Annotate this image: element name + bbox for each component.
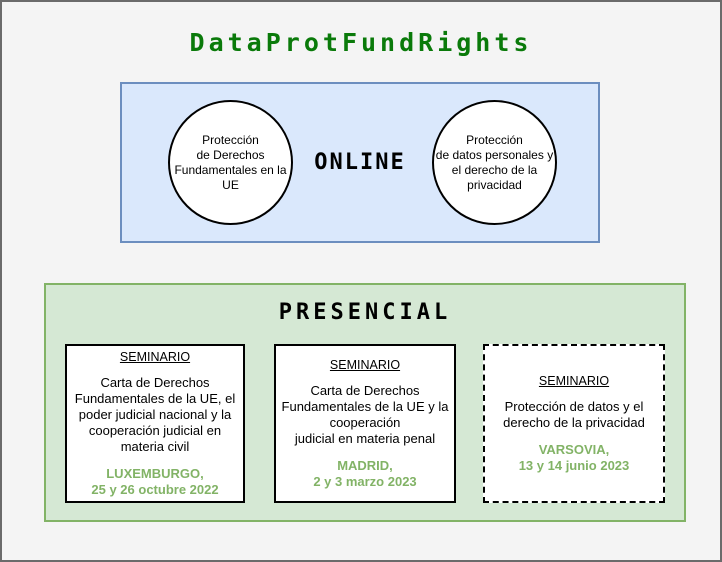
online-circle-fundamental-rights-label: Protección de Derechos Fundamentales en …: [174, 132, 287, 192]
online-section-label: ONLINE: [314, 150, 406, 175]
presencial-section: PRESENCIAL SEMINARIO Carta de Derechos F…: [44, 283, 686, 522]
seminar-heading: SEMINARIO: [538, 373, 610, 388]
seminar-location-date: LUXEMBURGO, 25 y 26 octubre 2022: [91, 465, 219, 497]
online-circle-fundamental-rights: Protección de Derechos Fundamentales en …: [168, 100, 293, 225]
seminar-heading: SEMINARIO: [119, 349, 191, 364]
seminar-topic: Protección de datos y el derecho de la p…: [503, 398, 645, 430]
seminar-heading: SEMINARIO: [329, 357, 401, 372]
seminar-topic: Carta de Derechos Fundamentales de la UE…: [74, 374, 236, 454]
seminar-location-date: VARSOVIA, 13 y 14 junio 2023: [518, 441, 630, 473]
online-circle-data-protection: Protección de datos personales y el dere…: [432, 100, 557, 225]
page-title: DataProtFundRights: [189, 28, 533, 57]
seminar-card-madrid: SEMINARIO Carta de Derechos Fundamentale…: [274, 344, 456, 503]
seminar-location-date: MADRID, 2 y 3 marzo 2023: [313, 457, 417, 489]
seminar-card-varsovia: SEMINARIO Protección de datos y el derec…: [483, 344, 665, 503]
seminar-topic: Carta de Derechos Fundamentales de la UE…: [281, 382, 449, 446]
seminar-card-luxemburgo: SEMINARIO Carta de Derechos Fundamentale…: [65, 344, 245, 503]
online-circle-data-protection-label: Protección de datos personales y el dere…: [435, 132, 554, 192]
online-section: Protección de Derechos Fundamentales en …: [120, 82, 600, 243]
presencial-section-label: PRESENCIAL: [278, 300, 452, 325]
